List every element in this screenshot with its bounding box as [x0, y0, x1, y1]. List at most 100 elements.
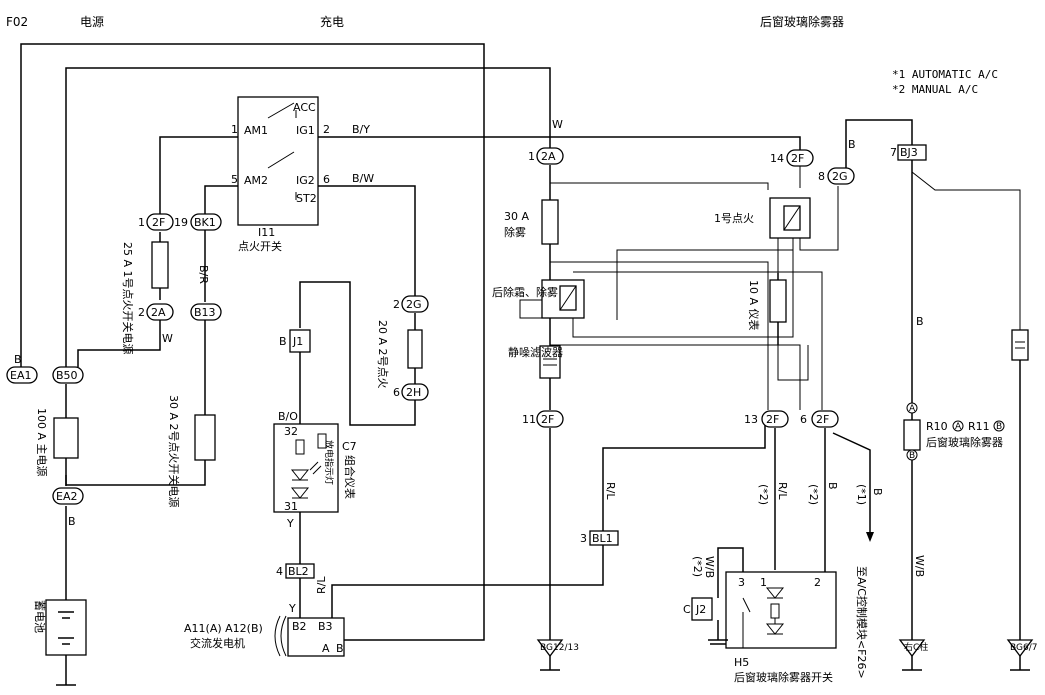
connector-2a-left: 2A	[151, 306, 166, 319]
c7-code: C7	[342, 440, 357, 453]
connector-2g-left-pin: 2	[393, 298, 400, 311]
option-markers: (*2) (*2) (*2) (*1) 至A/C控制模块<F26>	[691, 484, 869, 679]
arrow-to-ac-module	[866, 532, 874, 542]
connector-j2: J2	[695, 603, 706, 616]
heater-ref-a: A	[955, 422, 962, 432]
wire-color-y-bl2: Y	[288, 602, 296, 615]
alternator-pin-b: B	[336, 642, 344, 655]
alternator-code: A11(A) A12(B)	[184, 622, 263, 635]
heater-ref-r11: R11	[968, 420, 990, 433]
ground-right-c-pillar: 右C柱	[904, 641, 928, 653]
wire-color-b-ea2: B	[68, 515, 76, 528]
page-code: F02	[6, 15, 28, 29]
fuse-defog-amp: 30 A	[504, 210, 529, 223]
connector-2h: 2H	[406, 386, 421, 399]
marker-star1: (*1)	[855, 484, 868, 505]
c7-lamp-label: 放电指示灯	[323, 440, 335, 485]
ac-module-label: 至A/C控制模块<F26>	[855, 566, 869, 679]
connector-ea2: EA2	[56, 490, 77, 503]
marker-star2-6: (*2)	[807, 484, 820, 505]
h5-pin-1: 1	[760, 576, 767, 589]
wire-color-b-j1: B	[279, 335, 287, 348]
ground-bg6-7: BG6/7	[1010, 643, 1037, 653]
h5-pin-2: 2	[814, 576, 821, 589]
heater-ref-b: B	[996, 422, 1002, 432]
c7-pin-31: 31	[284, 500, 298, 513]
alternator-pin-b2: B2	[292, 620, 307, 633]
heater-label: 后窗玻璃除雾器	[926, 435, 1003, 449]
wire-color-bo: B/O	[278, 410, 298, 423]
connector-bj3-pin: 7	[890, 146, 897, 159]
wire-color-b-r10: B	[916, 315, 924, 328]
connector-2a-right: 2A	[541, 150, 556, 163]
rear-defogger: A B R10 A R11 B 后窗玻璃除雾器	[903, 329, 1029, 461]
c7-pin-32: 32	[284, 425, 298, 438]
connector-b13: B13	[194, 306, 216, 319]
ignition-am2: AM2	[244, 174, 268, 187]
wire-color-bw: B/W	[352, 172, 374, 185]
wire-color-w-top: W	[552, 118, 563, 131]
wire-color-rl-bl1: R/L	[604, 482, 617, 500]
relay-rear-defrost-label: 后除霜、除雾	[492, 285, 558, 299]
connector-2f-6: 2F	[816, 413, 829, 426]
ignition-st2: ST2	[296, 192, 317, 205]
noise-filter-label-line1: 静噪滤波器	[508, 345, 563, 359]
connector-2f-13-pin: 13	[744, 413, 758, 426]
connector-bl2-pin: 4	[276, 565, 283, 578]
section-title-charging: 充电	[320, 14, 344, 29]
connector-2a-left-pin: 2	[138, 306, 145, 319]
connector-b50: B50	[56, 369, 78, 382]
wire-color-rl-alt: R/L	[315, 576, 328, 594]
connector-2f-14-pin: 14	[770, 152, 784, 165]
ignition-switch-code: I11	[258, 226, 275, 239]
ground-bg12-13: BG12/13	[540, 643, 579, 653]
ignition-switch-label: 点火开关	[238, 239, 282, 253]
connector-2f-left-pin: 1	[138, 216, 145, 229]
h5-code: H5	[734, 656, 749, 669]
wire-color-rl-13: R/L	[776, 482, 789, 500]
wire-color-wb-j2: W/B	[703, 556, 716, 578]
fuse-30a-label: 30 A 2号点火开关电源	[167, 395, 181, 508]
connector-j1: J1	[292, 335, 303, 348]
ignition-switch: ACC AM1 IG1 AM2 IG2 ST2 1 2 5 6 I11 点火开关	[231, 96, 330, 253]
wire-color-br: B/R	[197, 265, 210, 284]
connector-2f-11-pin: 11	[522, 413, 536, 426]
alternator-pin-b3: B3	[318, 620, 333, 633]
marker-star2-j2: (*2)	[691, 556, 704, 577]
relays: 后除霜、除雾 1号点火	[492, 197, 811, 319]
connector-bl1: BL1	[592, 532, 613, 545]
connector-2a-right-pin: 1	[528, 150, 535, 163]
wire-lines	[20, 43, 1021, 685]
connector-2f-left: 2F	[152, 216, 165, 229]
battery-label: 蓄电池	[33, 600, 46, 633]
ignition-pin-5: 5	[231, 173, 238, 186]
fuse-20a-label: 20 A 2号点火	[376, 320, 389, 389]
connector-bl2: BL2	[288, 565, 309, 578]
ignition-pin-1: 1	[231, 123, 238, 136]
alternator-label: 交流发电机	[190, 636, 245, 650]
h5-pin-3: 3	[738, 576, 745, 589]
fuse-25a-label: 25 A 1号点火开关电源	[121, 242, 135, 355]
marker-star2-13: (*2)	[757, 484, 770, 505]
connector-bk1-pin: 19	[174, 216, 188, 229]
combination-meter: 32 31 放电指示灯 C7 组合仪表	[273, 423, 357, 513]
defogger-switch: 3 1 2 H5 后窗玻璃除雾器开关	[725, 571, 837, 684]
connectors: 2F 1 2A 2 BK1 19 B13 2G 2 2H 6 EA1 B50 E…	[6, 147, 855, 505]
connector-2f-6-pin: 6	[800, 413, 807, 426]
battery: 蓄电池	[33, 599, 87, 656]
ignition-am1: AM1	[244, 124, 268, 137]
fuse-main-label: 100 A 主电源	[35, 408, 49, 477]
connector-2f-13: 2F	[766, 413, 779, 426]
connector-bj3: BJ3	[900, 146, 918, 159]
wire-color-w-left: W	[162, 332, 173, 345]
heater-pin-a-marker: A	[909, 404, 916, 414]
fuse-gauge-label: 10 A 仪表	[747, 280, 761, 331]
alternator-pin-a: A	[322, 642, 330, 655]
wire-color-b-6: B	[826, 482, 839, 490]
connector-j2-pin: C	[683, 603, 691, 616]
connector-2g-left: 2G	[406, 298, 422, 311]
connector-2f-11: 2F	[541, 413, 554, 426]
heater-ref-r10: R10	[926, 420, 948, 433]
section-title-power: 电源	[80, 15, 104, 29]
